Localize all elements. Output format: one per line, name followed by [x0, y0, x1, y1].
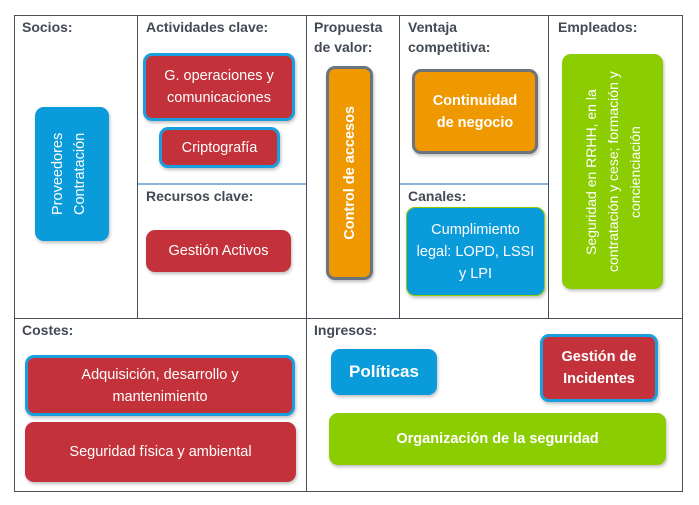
- box-continuidad: Continuidad de negocio: [412, 69, 538, 154]
- section-canales: Canales:: [408, 188, 467, 204]
- box-organizacion: Organización de la seguridad: [329, 413, 666, 465]
- section-empleados: Empleados:: [558, 19, 638, 35]
- box-seguridad-fisica: Seguridad física y ambiental: [25, 422, 296, 482]
- section-costes: Costes:: [22, 322, 74, 338]
- box-proveedores: Proveedores Contratación: [35, 107, 109, 241]
- box-adquisicion: Adquisición, desarrollo y mantenimiento: [25, 355, 295, 416]
- section-ventaja: Ventaja competitiva:: [408, 19, 491, 55]
- box-cumplimiento: Cumplimiento legal: LOPD, LSSI y LPI: [406, 207, 545, 296]
- section-recursos: Recursos clave:: [146, 188, 254, 204]
- box-control-accesos: Control de accesos: [326, 66, 373, 280]
- section-propuesta: Propuesta de valor:: [314, 19, 383, 55]
- section-ingresos: Ingresos:: [314, 322, 378, 338]
- box-incidentes: Gestión de Incidentes: [540, 334, 658, 402]
- box-criptografia: Criptografía: [159, 127, 280, 168]
- box-rrhh: Seguridad en RRHH, en la contratación y …: [562, 54, 663, 289]
- section-socios: Socios:: [22, 19, 73, 35]
- box-politicas: Políticas: [331, 349, 437, 395]
- box-operaciones: G. operaciones y comunicaciones: [143, 53, 295, 121]
- box-gestion-activos: Gestión Activos: [146, 230, 291, 272]
- section-actividades: Actividades clave:: [146, 19, 269, 35]
